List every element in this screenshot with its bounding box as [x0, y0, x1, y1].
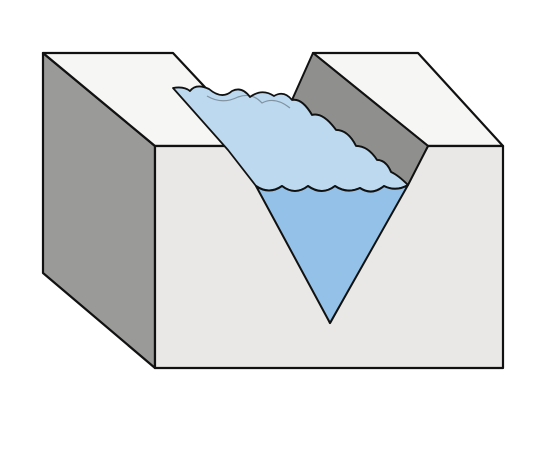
water-front-face: [255, 184, 409, 324]
water-ripple-line: [206, 94, 291, 109]
